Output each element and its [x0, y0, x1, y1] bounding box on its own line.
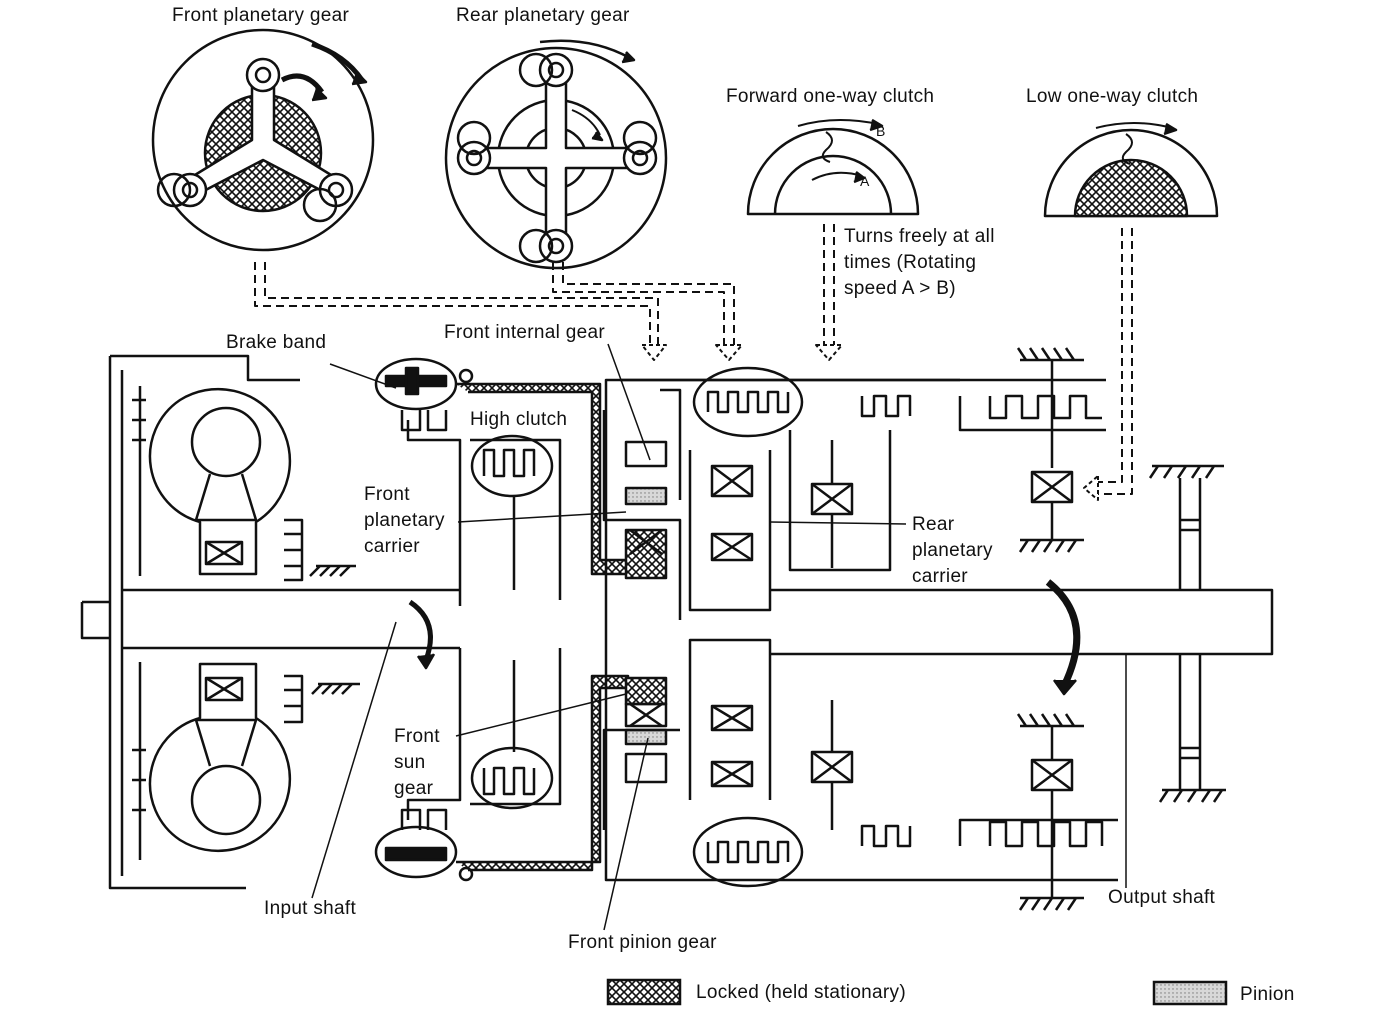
label-forward-one-way-clutch: Forward one-way clutch — [726, 86, 935, 107]
rear-planetary-set — [688, 430, 892, 830]
legend-pinion-label: Pinion — [1240, 984, 1295, 1005]
label-front-planetary-carrier: Front planetary carrier — [364, 484, 445, 557]
legend-locked-swatch — [606, 978, 682, 1006]
legend-pinion-swatch — [1152, 980, 1228, 1006]
label-front-planetary-gear: Front planetary gear — [172, 5, 350, 26]
label-turns-freely: Turns freely at all times (Rotating spee… — [844, 226, 995, 299]
legend-locked-label: Locked (held stationary) — [696, 982, 906, 1003]
label-brake-band: Brake band — [226, 332, 327, 353]
label-high-clutch: High clutch — [470, 409, 568, 430]
label-rear-planetary-carrier: Rear planetary carrier — [912, 514, 993, 587]
label-front-sun-gear: Front sun gear — [394, 726, 440, 799]
front-planetary-gear-drawing — [151, 28, 375, 252]
rear-housing — [604, 347, 1118, 911]
torque-converter — [80, 354, 460, 890]
label-clutch-a: A — [860, 173, 870, 189]
label-input-shaft: Input shaft — [264, 898, 357, 919]
label-clutch-b: B — [876, 123, 886, 139]
brake-band-assembly — [374, 357, 630, 882]
label-rear-planetary-gear: Rear planetary gear — [456, 5, 630, 26]
low-one-way-clutch-drawing — [1043, 122, 1219, 218]
forward-one-way-clutch-drawing — [746, 118, 920, 216]
rear-planetary-gear-drawing — [444, 39, 668, 270]
label-low-one-way-clutch: Low one-way clutch — [1026, 86, 1199, 107]
label-front-pinion-gear: Front pinion gear — [568, 932, 717, 953]
high-clutch — [470, 434, 562, 810]
label-front-internal-gear: Front internal gear — [444, 322, 605, 343]
output-shaft-drawing — [770, 464, 1274, 803]
label-output-shaft: Output shaft — [1108, 887, 1216, 908]
front-planetary-set — [602, 378, 960, 830]
